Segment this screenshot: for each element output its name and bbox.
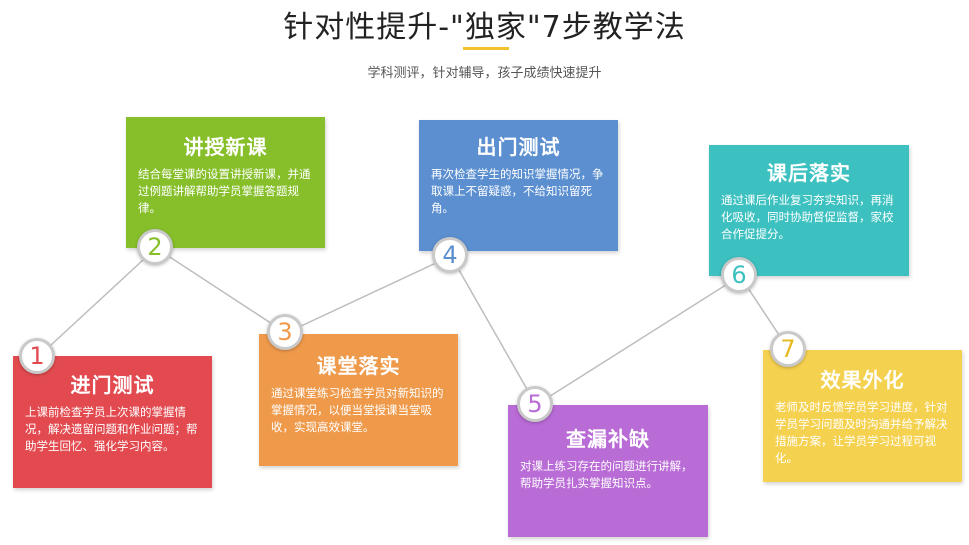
- page-title: 针对性提升-"独家"7步教学法: [283, 10, 686, 45]
- step-number-6: 6: [721, 257, 757, 293]
- step-description-4: 再次检查学生的知识掌握情况，争取课上不留疑惑，不给知识留死角。: [431, 167, 604, 215]
- title-underline: [463, 47, 509, 50]
- step-title-2: 讲授新课: [183, 135, 268, 159]
- step-card-4: 出门测试 再次检查学生的知识掌握情况，争取课上不留疑惑，不给知识留死角。: [419, 120, 618, 251]
- step-number-3: 3: [267, 314, 303, 350]
- step-title-3: 课堂落实: [316, 354, 401, 378]
- step-number-4: 4: [432, 237, 468, 273]
- step-card-5: 查漏补缺 对课上练习存在的问题进行讲解，帮助学员扎实掌握知识点。: [508, 405, 708, 537]
- step-number-2: 2: [137, 229, 173, 265]
- step-description-3: 通过课堂练习检查学员对新知识的掌握情况，以便当堂授课当堂吸收，实现高效课堂。: [271, 386, 444, 434]
- step-title-5: 查漏补缺: [566, 427, 650, 451]
- step-card-6: 课后落实 通过课后作业复习夯实知识，再消化吸收，同时协助督促监督，家校合作促提分…: [709, 145, 909, 276]
- step-description-5: 对课上练习存在的问题进行讲解，帮助学员扎实掌握知识点。: [520, 459, 693, 490]
- step-number-1: 1: [19, 338, 55, 374]
- step-description-1: 上课前检查学员上次课的掌握情况，解决遗留问题和作业问题；帮助学生回忆、强化学习内…: [25, 405, 198, 453]
- step-title-1: 进门测试: [70, 373, 155, 397]
- step-title-6: 课后落实: [767, 161, 851, 185]
- step-number-5: 5: [517, 386, 553, 422]
- step-card-3: 课堂落实 通过课堂练习检查学员对新知识的掌握情况，以便当堂授课当堂吸收，实现高效…: [259, 334, 458, 466]
- step-card-1: 进门测试 上课前检查学员上次课的掌握情况，解决遗留问题和作业问题；帮助学生回忆、…: [13, 356, 212, 488]
- step-description-6: 通过课后作业复习夯实知识，再消化吸收，同时协助督促监督，家校合作促提分。: [721, 193, 894, 241]
- page-subtitle: 学科测评，针对辅导，孩子成绩快速提升: [367, 66, 602, 81]
- step-description-7: 老师及时反馈学员学习进度，针对学员学习问题及时沟通并给予解决措施方案，让学员学习…: [775, 400, 948, 465]
- step-title-4: 出门测试: [476, 135, 561, 159]
- step-description-2: 结合每堂课的设置讲授新课，并通过例题讲解帮助学员掌握答题规律。: [138, 167, 311, 215]
- step-card-7: 效果外化 老师及时反馈学员学习进度，针对学员学习问题及时沟通并给予解决措施方案，…: [763, 350, 962, 482]
- step-title-7: 效果外化: [820, 368, 905, 392]
- step-number-7: 7: [770, 331, 806, 367]
- step-card-2: 讲授新课 结合每堂课的设置讲授新课，并通过例题讲解帮助学员掌握答题规律。: [126, 117, 325, 248]
